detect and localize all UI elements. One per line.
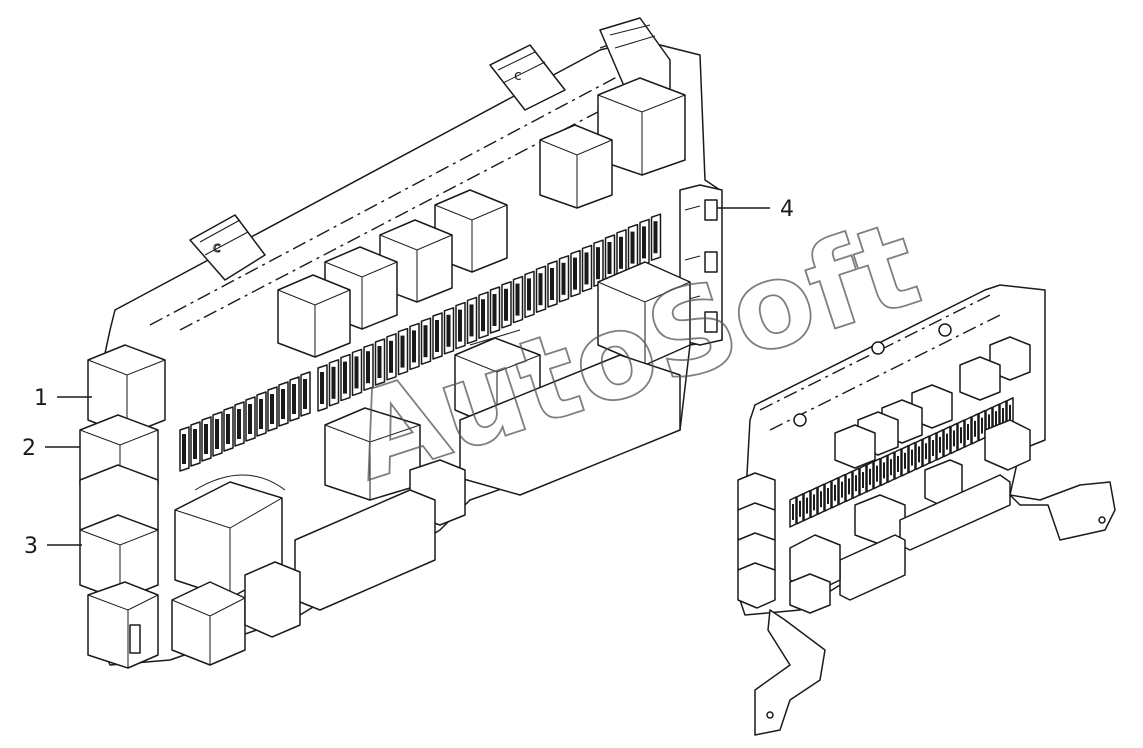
- blade-fuse-slot: [573, 257, 577, 290]
- blade-fuse-slot: [834, 484, 836, 501]
- blade-fuse-slot: [331, 366, 336, 399]
- blade-fuse-slot: [515, 283, 520, 316]
- main-fuse-box: c c: [45, 17, 770, 669]
- relay-3: [79, 514, 159, 601]
- relay-bottom: [171, 581, 246, 666]
- blade-fuse-slot: [237, 409, 241, 439]
- svg-text:c: c: [514, 68, 522, 84]
- blade-fuse-slot: [799, 500, 801, 517]
- blade-fuse-slot: [538, 273, 543, 306]
- blade-fuse-slot: [918, 446, 920, 463]
- blade-fuse-slot: [841, 481, 843, 498]
- blade-fuse-slot: [967, 424, 969, 440]
- small-relay-row: [834, 336, 1031, 469]
- blade-fuse-slot: [981, 417, 983, 434]
- relay-large-right: [597, 261, 691, 366]
- blade-fuse-slot: [988, 414, 990, 431]
- blade-fuse-slot: [469, 304, 474, 337]
- blade-fuse-slot: [423, 325, 428, 358]
- blade-fuse-slot: [820, 491, 822, 508]
- blade-fuse-slot: [1002, 408, 1004, 424]
- blade-fuse-slot: [215, 419, 219, 449]
- relay: [539, 124, 613, 209]
- blade-fuse-slot: [182, 434, 186, 464]
- blade-fuse-slot: [953, 430, 955, 447]
- blade-fuse-slot: [389, 340, 393, 373]
- left-relay-stack: [79, 344, 166, 669]
- blade-fuse-slot: [855, 475, 857, 492]
- blade-fuse-slot: [862, 472, 864, 488]
- blade-fuse-slot: [946, 433, 948, 450]
- blade-fuse-slot: [354, 356, 359, 389]
- relay-row-top: [277, 77, 686, 358]
- blade-fuse-slot: [897, 456, 899, 472]
- blade-fuse-slot: [596, 247, 600, 280]
- blade-fuse-slot: [792, 504, 794, 520]
- blade-fuse-slot: [492, 294, 497, 326]
- blade-fuse-slot: [259, 399, 263, 429]
- blade-fuse-slot: [869, 468, 871, 485]
- blade-fuse-slot: [204, 424, 208, 454]
- blade-fuse-slot: [806, 497, 808, 514]
- blade-fuse-slot: [890, 459, 892, 476]
- blade-fuse-slot: [561, 262, 566, 295]
- blade-fuse-slot: [883, 462, 885, 479]
- blade-fuse-slot: [848, 478, 850, 495]
- blade-fuse-slot: [292, 384, 296, 414]
- blade-fuse-slot: [911, 449, 913, 466]
- blade-fuse-slot: [320, 372, 324, 404]
- blade-fuse-slot: [1009, 404, 1011, 421]
- callout-label-1: 1: [34, 386, 48, 411]
- small-fuse-row: [789, 397, 1014, 528]
- blade-fuse-slot: [377, 346, 382, 378]
- blade-fuse-slot: [642, 226, 646, 259]
- blade-fuse-slot: [193, 429, 197, 459]
- blade-fuse-slot: [504, 288, 508, 321]
- bracket-right: [1009, 481, 1116, 541]
- callout-label-3: 3: [24, 534, 38, 559]
- blade-fuse-slot: [446, 314, 451, 347]
- blade-fuse-slot: [435, 320, 439, 352]
- blade-fuse-slot: [974, 420, 976, 437]
- blade-fuse-slot: [527, 278, 531, 311]
- blade-fuse-slot: [303, 379, 307, 409]
- blade-fuse-slot: [226, 414, 230, 444]
- blade-fuse-slot: [925, 443, 927, 460]
- callout-label-4: 4: [780, 197, 794, 222]
- relay: [277, 274, 351, 358]
- blade-fuse-slot: [904, 452, 906, 469]
- svg-text:c: c: [213, 240, 221, 256]
- blade-fuse-slot: [481, 299, 485, 332]
- blade-fuse-slot: [412, 330, 416, 363]
- blade-fuse-slot: [619, 236, 623, 269]
- callout-label-2: 2: [22, 436, 36, 461]
- blade-fuse-slot: [400, 335, 405, 368]
- small-fuse-box-view: [737, 284, 1116, 736]
- blade-fuse-slot: [939, 436, 941, 453]
- blade-fuse-slot: [630, 231, 635, 264]
- blade-fuse-slot: [827, 488, 829, 504]
- blade-fuse-slot: [607, 242, 612, 274]
- blade-fuse-slot: [248, 404, 252, 434]
- blade-fuse-slot: [458, 309, 462, 342]
- blade-fuse-slot: [653, 221, 658, 254]
- relay-bottom: [244, 561, 301, 638]
- blade-fuse-slot: [876, 465, 878, 482]
- blade-fuse-slot: [550, 268, 554, 300]
- relay-stack: [87, 581, 159, 669]
- bracket-bottom: [754, 609, 826, 736]
- blade-fuse-slot: [932, 440, 934, 456]
- blade-fuse-slot: [281, 389, 285, 419]
- blade-fuse-slot: [960, 427, 962, 444]
- blade-fuse-slot: [366, 351, 370, 384]
- top-clip-right: c: [489, 44, 566, 111]
- blade-fuse-slot: [813, 494, 815, 511]
- blade-fuse-slot: [270, 394, 274, 424]
- top-clip-left: c: [189, 214, 266, 281]
- blade-fuse-slot: [343, 361, 347, 394]
- blade-fuse-slot: [584, 252, 589, 285]
- blade-fuse-slot: [995, 411, 997, 428]
